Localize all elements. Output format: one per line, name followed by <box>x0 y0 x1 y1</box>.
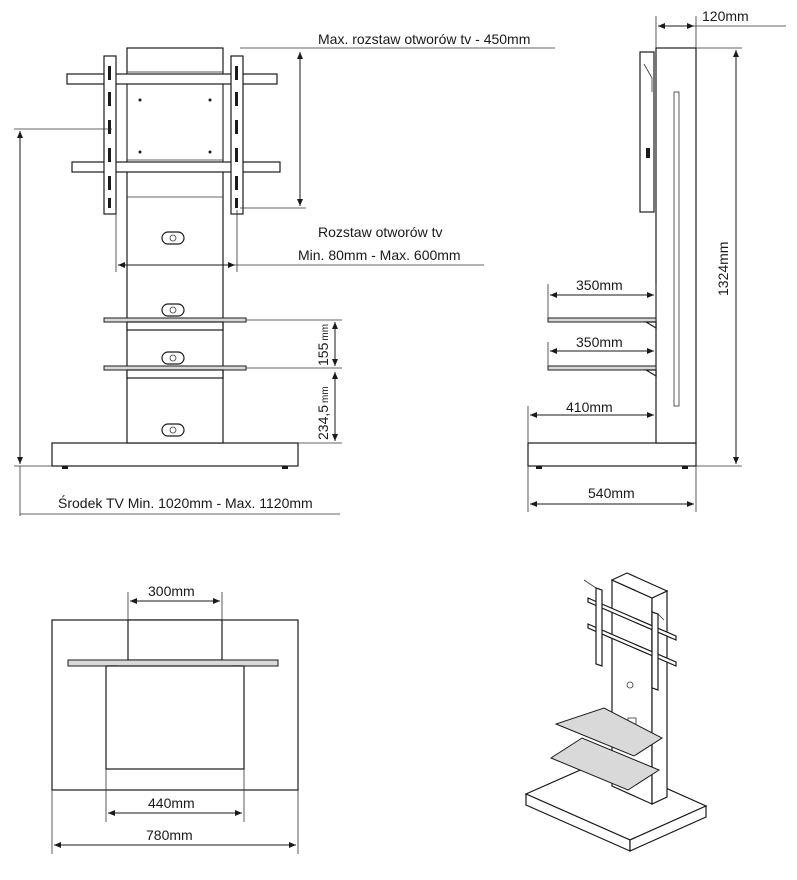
front-column <box>126 47 224 444</box>
cable-clip-1 <box>161 231 185 245</box>
side-view: 120mm 1324mm 350mm 350mm 410mm 540mm <box>527 8 786 512</box>
side-shelf-lower <box>547 365 657 371</box>
cable-clip-3 <box>161 351 185 365</box>
top-view: 300mm 440mm 780mm <box>51 583 299 854</box>
iso-shelf-upper <box>554 707 663 757</box>
iso-bracket-left <box>595 587 603 667</box>
top-shelf <box>105 665 245 770</box>
iso-bracket-right <box>651 611 659 691</box>
top-column-width-label: 300mm <box>148 583 195 599</box>
front-arm-lower <box>71 161 281 173</box>
vesa-range-values: Min. 80mm - Max. 600mm <box>298 247 461 263</box>
front-bracket-right <box>230 55 244 215</box>
front-shelf-upper <box>103 317 247 323</box>
vesa-range-title: Rozstaw otworów tv <box>318 224 442 240</box>
side-depth-top-label: 120mm <box>702 8 749 24</box>
front-base-foot-right <box>282 466 288 469</box>
side-height-label: 1324mm <box>715 242 731 296</box>
front-view: Max. rozstaw otworów tv - 450mm Rozstaw … <box>14 31 555 516</box>
side-column <box>655 47 697 444</box>
top-arm <box>67 659 279 667</box>
side-post-offset-label: 410mm <box>566 399 613 415</box>
shelf-gap-label: 155mm <box>315 324 331 366</box>
isometric-view <box>524 572 708 852</box>
side-shelf-lower-label: 350mm <box>576 334 623 350</box>
top-column <box>127 619 223 661</box>
side-shelf-upper-label: 350mm <box>576 277 623 293</box>
side-tv-bracket <box>639 51 655 213</box>
iso-base <box>524 759 708 852</box>
max-vesa-label: Max. rozstaw otworów tv - 450mm <box>318 31 530 47</box>
tv-center-label: Środek TV Min. 1020mm - Max. 1120mm <box>58 494 313 511</box>
front-bracket-left <box>103 55 117 215</box>
front-shelf-lower <box>103 365 247 371</box>
top-shelf-width-label: 440mm <box>148 795 195 811</box>
side-base <box>527 442 697 467</box>
front-base <box>51 442 299 467</box>
cable-clip-4 <box>161 423 185 437</box>
side-base-depth-label: 540mm <box>588 485 635 501</box>
top-base-width-label: 780mm <box>146 827 193 843</box>
front-base-foot-left <box>62 466 68 469</box>
front-arm-upper <box>66 73 278 85</box>
cable-clip-2 <box>161 303 185 317</box>
side-shelf-upper <box>547 317 657 323</box>
lower-gap-label: 234,5mm <box>315 386 331 440</box>
iso-shelf-lower <box>549 737 661 791</box>
